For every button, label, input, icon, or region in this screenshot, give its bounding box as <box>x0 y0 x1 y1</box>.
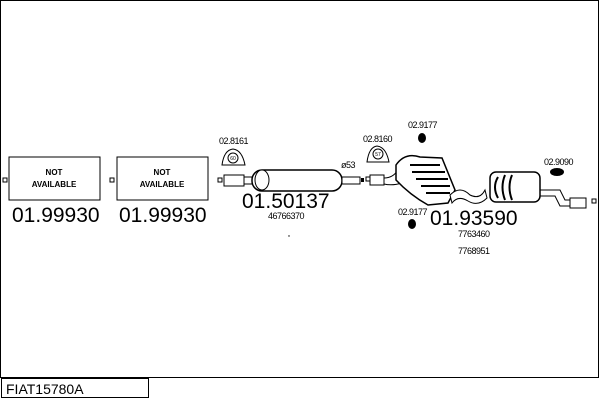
available-label: AVAILABLE <box>32 180 77 189</box>
mount-part-number: 02.9177 <box>408 120 438 130</box>
not-label: NOT <box>46 168 63 177</box>
oem-number: 46766370 <box>268 211 305 221</box>
clamp-02-8161[interactable]: 02.8161 60 <box>219 136 249 166</box>
clamp-size: 60 <box>230 156 236 162</box>
not-label: NOT <box>154 168 171 177</box>
diagram-frame <box>0 0 599 378</box>
unavailable-part-1: NOT AVAILABLE 01.99930 <box>2 156 101 227</box>
dot-mark <box>288 235 290 237</box>
middle-muffler[interactable]: 01.50137 46766370 <box>217 169 364 221</box>
mount-02-9177-bottom[interactable]: 02.9177 <box>398 207 428 229</box>
part-number[interactable]: 01.99930 <box>119 204 207 227</box>
available-label: AVAILABLE <box>140 180 185 189</box>
mount-02-9090[interactable]: 02.9090 <box>544 157 574 176</box>
part-number[interactable]: 01.99930 <box>12 204 100 227</box>
oem-number: 7763460 <box>458 229 490 239</box>
clamp-part-number: 02.8161 <box>219 136 249 146</box>
mount-02-9177-top[interactable]: 02.9177 <box>408 120 438 143</box>
pipe-diameter-label: ø53 <box>341 160 356 170</box>
unavailable-part-2: NOT AVAILABLE 01.99930 <box>109 156 209 227</box>
diagram-title: FIAT15780A <box>1 378 149 398</box>
mount-part-number: 02.9177 <box>398 207 428 217</box>
part-number[interactable]: 01.50137 <box>242 190 330 213</box>
clamp-02-8160[interactable]: 02.8160 57 <box>363 134 393 163</box>
clamp-part-number: 02.8160 <box>363 134 393 144</box>
mount-part-number: 02.9090 <box>544 157 574 167</box>
oem-number: 7768951 <box>458 246 490 256</box>
clamp-size: 57 <box>375 152 381 158</box>
rear-muffler[interactable]: 01.93590 7763460 7768951 <box>365 154 597 256</box>
part-number[interactable]: 01.93590 <box>430 207 518 230</box>
